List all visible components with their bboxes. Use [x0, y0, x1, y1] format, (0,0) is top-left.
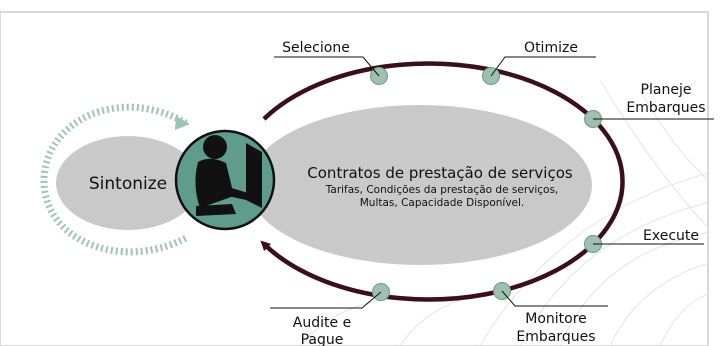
step-execute-label: Execute	[643, 228, 699, 244]
step-select-label: Selecione	[282, 40, 350, 56]
center-ellipse	[248, 105, 592, 265]
person-at-computer-icon	[174, 129, 276, 231]
step-plan-label-line2: Embarques	[626, 100, 705, 116]
leader-lines	[270, 56, 714, 309]
step-optimize-label: Otimize	[524, 40, 578, 56]
tune-arrow-head	[175, 116, 190, 130]
step-plan-label-line1: Planeje	[641, 82, 692, 98]
tune-label: Sintonize	[89, 174, 167, 194]
step-monitor-label-line2: Embarques	[516, 329, 595, 345]
center-detail-line2: Multas, Capacidade Disponível.	[360, 197, 525, 209]
center-title: Contratos de prestação de serviços	[307, 164, 573, 182]
cycle-arrow	[260, 61, 625, 302]
center-detail-line1: Tarifas, Condições da prestação de servi…	[325, 184, 559, 196]
step-monitor-label-line1: Monitore	[525, 311, 587, 327]
step-audit-label-line1: Audite e	[293, 315, 351, 331]
tune-ellipse	[56, 136, 200, 230]
step-audit-label-line2: Pague	[301, 332, 344, 346]
